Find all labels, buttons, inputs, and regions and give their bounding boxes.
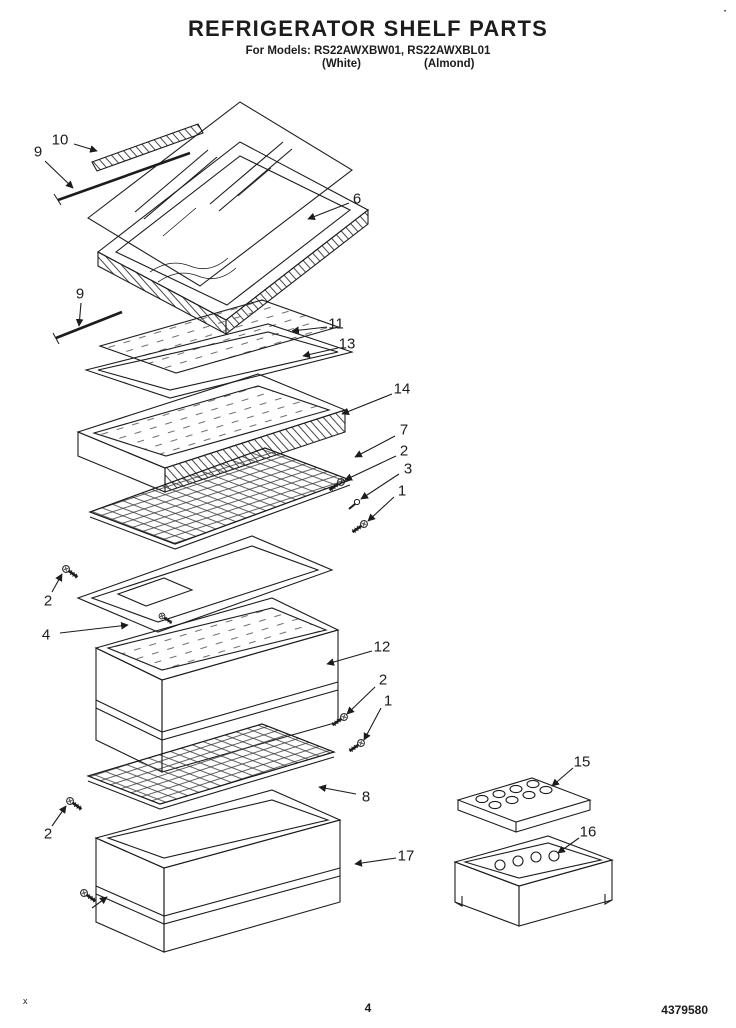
- screw-icon: [346, 736, 368, 756]
- corner-mark-bottom-left: x: [23, 996, 28, 1006]
- screw-icon: [329, 710, 351, 730]
- stud-icon: [348, 498, 361, 510]
- colors-line: (White) (Almond): [0, 58, 736, 72]
- color-almond-label: (Almond): [424, 58, 475, 70]
- part-ice-cube-tray: [456, 777, 592, 833]
- part-crisper-pan-upper: [94, 597, 340, 773]
- screw-icon: [349, 517, 371, 537]
- page-number: 4: [364, 1001, 372, 1015]
- color-white-label: (White): [322, 58, 361, 70]
- corner-mark-top-right: ·: [723, 6, 727, 17]
- part-crisper-pan-lower: [94, 789, 342, 953]
- part-ice-bin: [453, 835, 614, 927]
- screw-icon: [156, 610, 175, 627]
- part-shelf-frame: [76, 535, 334, 633]
- screw-icon: [63, 794, 85, 814]
- part-middle-shelf-assembly: [52, 299, 354, 399]
- part-wire-shelf-lower: [86, 723, 336, 810]
- header: REFRIGERATOR SHELF PARTS For Models: RS2…: [0, 16, 736, 72]
- page-title: REFRIGERATOR SHELF PARTS: [187, 16, 549, 41]
- screw-icon: [77, 886, 99, 906]
- leader-arrows: [44, 143, 580, 909]
- fasteners: [59, 475, 371, 906]
- screw-icon: [59, 562, 81, 582]
- part-top-shelf-assembly: [53, 101, 370, 336]
- doc-number: 4379580: [661, 1003, 708, 1017]
- models-line: For Models: RS22AWXBW01, RS22AWXBL01: [245, 45, 491, 57]
